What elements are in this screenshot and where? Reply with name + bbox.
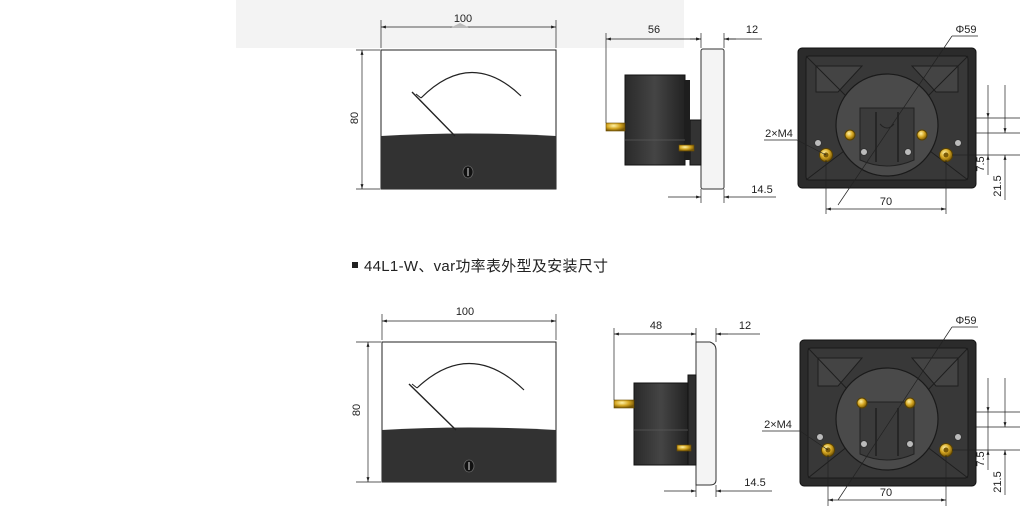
top-drawing-group: 100 80 56 12 xyxy=(349,13,1020,214)
top-rear-view: Φ59 2×M4 70 7.5 21.5 xyxy=(764,24,1020,214)
front-height-label: 80 xyxy=(349,112,361,124)
bottom-side-view: 48 12 14.5 xyxy=(613,320,772,497)
caption-row: 44L1-W、var功率表外型及安装尺寸 xyxy=(352,255,608,275)
side-flange-label: 12 xyxy=(746,24,758,36)
section-caption: 44L1-W、var功率表外型及安装尺寸 xyxy=(364,257,609,275)
rear-diameter-label: Φ59 xyxy=(955,24,976,36)
rear-v2-label: 21.5 xyxy=(992,175,1004,196)
side-body xyxy=(624,74,686,166)
front-width-label: 100 xyxy=(454,13,472,25)
scale-tick-left xyxy=(415,93,422,99)
side-flange xyxy=(695,341,717,486)
rear-screws-label: 2×M4 xyxy=(764,419,792,431)
side-flange xyxy=(700,48,725,190)
meter-needle xyxy=(408,383,457,431)
meter-scale-arc xyxy=(416,362,525,391)
meter-lower-panel xyxy=(382,427,556,482)
side-body xyxy=(633,382,689,466)
bottom-rear-view: Φ59 2×M4 70 7.5 21.5 xyxy=(762,315,1020,506)
meter-scale-arc xyxy=(420,71,522,99)
side-bottom-label: 14.5 xyxy=(744,477,765,489)
side-depth-label: 48 xyxy=(650,320,662,332)
bottom-front-view: 100 80 xyxy=(351,306,557,483)
side-depth-label: 56 xyxy=(648,24,660,36)
meter-needle xyxy=(411,91,456,137)
rear-v1-label: 7.5 xyxy=(975,451,987,466)
terminal-post xyxy=(613,399,635,409)
terminal-post xyxy=(605,122,626,132)
rear-v2-label: 21.5 xyxy=(992,471,1004,492)
side-flange-label: 12 xyxy=(739,320,751,332)
top-side-view: 56 12 14.5 xyxy=(605,24,776,203)
rear-spacing-label: 70 xyxy=(880,196,892,208)
front-height-label: 80 xyxy=(351,404,363,416)
front-width-label: 100 xyxy=(456,306,474,318)
top-front-view: 100 80 xyxy=(349,13,557,190)
side-bottom-label: 14.5 xyxy=(751,184,772,196)
bullet-square-icon xyxy=(352,262,358,268)
rear-screws-label: 2×M4 xyxy=(765,128,793,140)
bottom-drawing-group: 100 80 48 12 14.5 xyxy=(351,306,1020,506)
rear-spacing-label: 70 xyxy=(880,487,892,499)
meter-lower-panel xyxy=(381,133,556,189)
rear-diameter-label: Φ59 xyxy=(955,315,976,327)
rear-v1-label: 7.5 xyxy=(975,156,987,171)
